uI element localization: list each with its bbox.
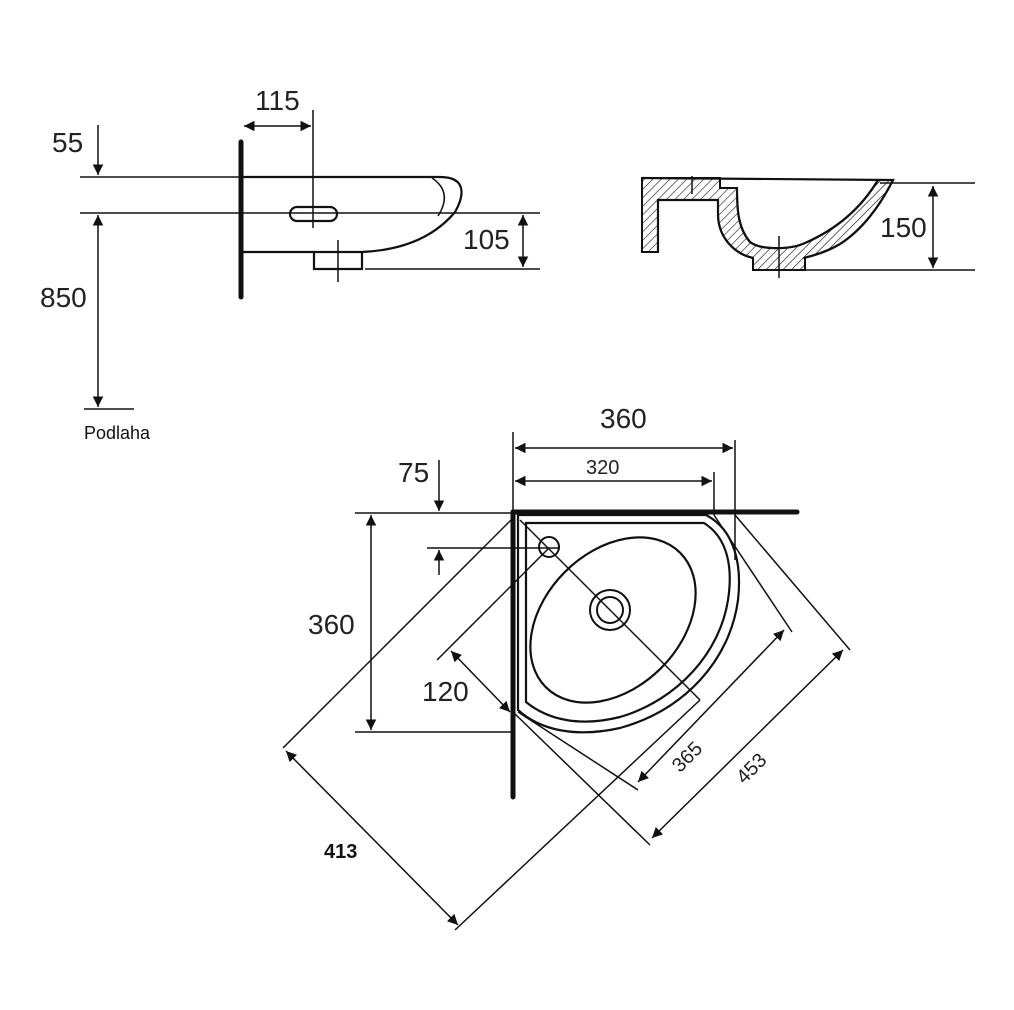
ext-453-a: [734, 514, 851, 651]
dim-150-label: 150: [880, 212, 927, 243]
ext-365-b: [517, 711, 639, 791]
ext-413-left: [282, 517, 514, 749]
dim-850-label: 850: [40, 282, 87, 313]
basin-inner-lip: [431, 177, 446, 217]
dim-453-label: 453: [732, 749, 771, 788]
ext-453-b: [512, 711, 651, 846]
dim-55-label: 55: [52, 127, 83, 158]
basin-side-profile: [243, 175, 463, 254]
dim-120-arrow: [450, 650, 511, 713]
dim-365-label: 365: [668, 738, 707, 777]
dim-413-arrow: [285, 750, 459, 926]
dim-320-label: 320: [586, 457, 619, 479]
dim-120-ext: [436, 547, 550, 661]
dim-75-label: 75: [398, 457, 429, 488]
dim-413-label: 413: [324, 841, 357, 863]
dim-360-left-label: 360: [308, 609, 355, 640]
dim-105-label: 105: [463, 224, 510, 255]
ext-413-right: [454, 699, 701, 931]
ext-365-a: [713, 514, 793, 633]
plan-view: 360 320 75 360 120 413 365 453: [282, 403, 851, 931]
section-inner-bowl: [735, 179, 879, 250]
dim-360-top-label: 360: [600, 403, 647, 434]
section-rim: [641, 176, 895, 260]
section-outer-shell: [656, 198, 754, 260]
side-view: 55 850 Podlaha 115 105: [40, 85, 540, 443]
section-view: 150: [641, 176, 975, 278]
floor-label: Podlaha: [84, 423, 151, 443]
section-hatched-body: [641, 177, 895, 271]
dim-115-label: 115: [255, 85, 300, 116]
dim-453-arrow: [651, 649, 844, 839]
dim-120-label: 120: [422, 676, 469, 707]
